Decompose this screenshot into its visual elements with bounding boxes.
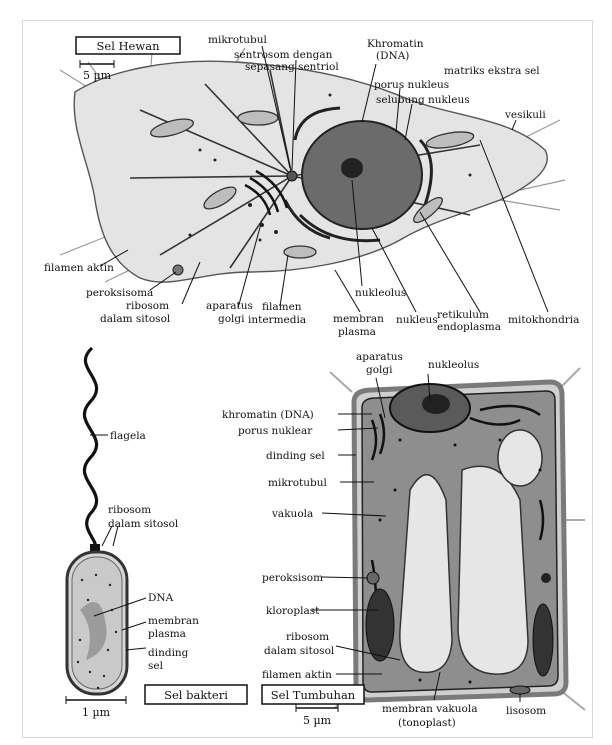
label-nukleolus: nukleolus xyxy=(355,287,406,299)
plant-peroxisome xyxy=(367,572,379,584)
label-membran-1: membran xyxy=(333,313,384,325)
label-plant-mikrotubul: mikrotubul xyxy=(268,477,327,489)
label-plant-ribosom-1: ribosom xyxy=(286,631,329,643)
label-aparatus-2: golgi xyxy=(218,313,245,325)
label-plant-nukleolus: nukleolus xyxy=(428,359,479,371)
label-bact-ribosom-2: dalam sitosol xyxy=(108,518,179,530)
plant-chloroplast-1 xyxy=(366,589,394,661)
plant-nucleolus xyxy=(422,394,450,414)
label-plant-vakuola: vakuola xyxy=(271,508,313,520)
label-bact-membran-2: plasma xyxy=(148,628,186,640)
plant-scale-label: 5 µm xyxy=(303,714,332,727)
label-plant-dinding: dinding sel xyxy=(266,450,325,462)
label-porus-nukleus: porus nukleus xyxy=(374,79,449,91)
animal-nucleolus xyxy=(341,158,363,178)
plant-cell: aparatus golgi nukleolus khromatin (DNA)… xyxy=(222,351,585,729)
label-retikulum-1: retikulum xyxy=(437,309,489,321)
plant-title: Sel Tumbuhan xyxy=(271,688,356,702)
label-matriks: matriks ekstra sel xyxy=(444,65,540,77)
label-bact-dinding-1: dinding xyxy=(148,647,189,659)
label-selubung-nukleus: selubung nukleus xyxy=(376,94,470,106)
label-vesikuli: vesikuli xyxy=(504,109,546,121)
plant-lysosome xyxy=(510,686,530,694)
bacteria-scale-label: 1 µm xyxy=(82,706,111,719)
plant-vacuole-right xyxy=(458,466,528,674)
label-plant-aparatus-1: aparatus xyxy=(356,351,403,363)
bacteria-flagellum xyxy=(84,348,96,548)
label-plant-membran-vak-1: membran vakuola xyxy=(382,703,477,715)
label-sentrosom-1: sentrosom dengan xyxy=(234,49,333,61)
label-filamen-int-2: intermedia xyxy=(248,314,306,326)
label-bact-dinding-2: sel xyxy=(148,660,164,672)
bacteria-title: Sel bakteri xyxy=(164,688,228,702)
label-aparatus-1: aparatus xyxy=(206,300,253,312)
label-khromatin-1: Khromatin xyxy=(367,38,424,50)
label-retikulum-2: endoplasma xyxy=(437,321,501,333)
label-filamen-int-1: filamen xyxy=(262,301,302,313)
label-membran-2: plasma xyxy=(338,326,376,338)
label-plant-peroksisom: peroksisom xyxy=(262,572,323,584)
bacterial-cell: flagela ribosom dalam sitosol DNA membra… xyxy=(66,348,247,719)
plant-organelle-dot xyxy=(541,573,551,583)
animal-cell: Sel Hewan 5 µm mikrotubul sentrosom deng… xyxy=(44,34,579,338)
animal-title: Sel Hewan xyxy=(97,39,161,53)
label-khromatin-2: (DNA) xyxy=(376,50,409,62)
label-bact-dna: DNA xyxy=(148,592,174,604)
label-ribosom-2: dalam sitosol xyxy=(100,313,171,325)
label-plant-aparatus-2: golgi xyxy=(366,364,393,376)
label-plant-filamen-aktin: filamen aktin xyxy=(262,669,332,681)
label-plant-membran-vak-2: (tonoplast) xyxy=(398,717,456,729)
plant-vacuole-small xyxy=(498,430,542,486)
label-filamen-aktin: filamen aktin xyxy=(44,262,114,274)
label-mikrotubul: mikrotubul xyxy=(208,34,267,46)
label-plant-khromatin: khromatin (DNA) xyxy=(222,409,314,421)
label-sentrosom-2: sepasang sentriol xyxy=(245,61,339,73)
label-plant-lisosom: lisosom xyxy=(506,705,546,717)
label-bact-ribosom-1: ribosom xyxy=(108,504,151,516)
label-bact-membran-1: membran xyxy=(148,615,199,627)
label-mitokhondria: mitokhondria xyxy=(508,314,579,326)
label-plant-ribosom-2: dalam sitosol xyxy=(264,645,335,657)
label-nukleus: nukleus xyxy=(396,314,438,326)
plant-chloroplast-2 xyxy=(533,604,553,676)
animal-centrosome xyxy=(287,171,297,181)
label-flagela: flagela xyxy=(110,430,146,442)
label-peroksisoma: peroksisoma xyxy=(86,287,153,299)
animal-nucleus xyxy=(302,121,422,229)
label-ribosom-1: ribosom xyxy=(126,300,169,312)
label-plant-porus: porus nuklear xyxy=(238,425,313,437)
label-plant-kloroplast: kloroplast xyxy=(266,605,320,617)
animal-scale-label: 5 µm xyxy=(83,69,112,82)
